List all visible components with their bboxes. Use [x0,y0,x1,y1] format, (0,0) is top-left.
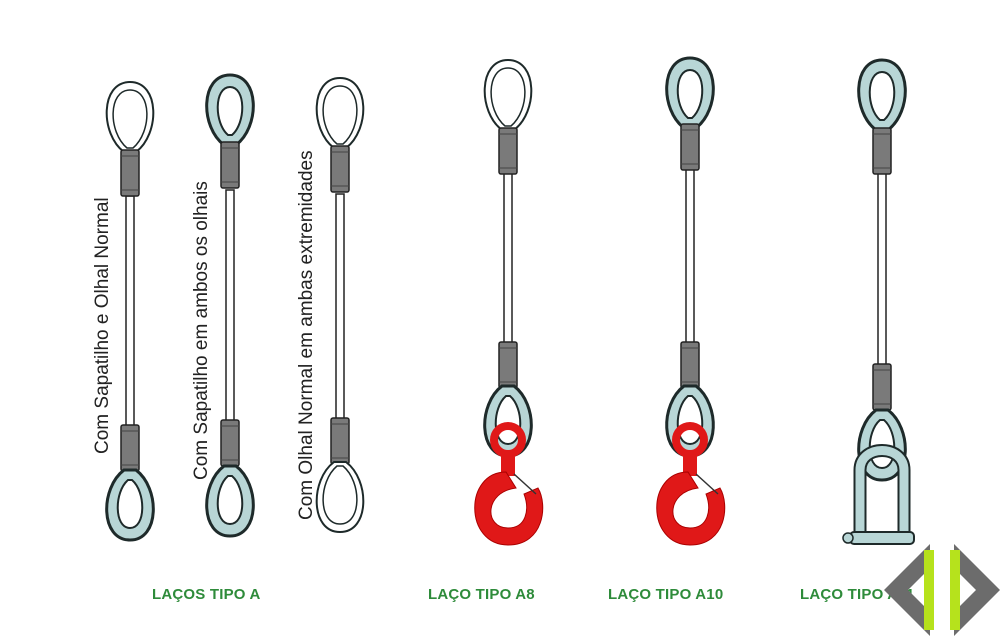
chevron-right-icon[interactable] [950,544,1000,636]
hook-icon [474,422,544,546]
sling-3 [315,77,365,533]
sling-3-label: Com Olhal Normal em ambas extremidades [296,150,317,520]
nav-arrows [884,544,1000,636]
chevron-left-icon[interactable] [884,544,934,636]
sling-a10 [656,56,726,546]
sling-2 [205,73,255,538]
caption-tipo-a8: LAÇO TIPO A8 [428,586,535,603]
sling-2-label: Com Sapatilho em ambos os olhais [191,181,212,480]
caption-tipo-a10: LAÇO TIPO A10 [608,586,724,603]
sling-a11 [842,58,915,545]
hook-icon [656,422,726,546]
caption-tipo-a: LAÇOS TIPO A [152,586,261,603]
sling-1 [105,81,155,542]
sling-a8 [474,59,544,546]
sling-1-label: Com Sapatilho e Olhal Normal [92,197,113,454]
shackle-icon [842,444,915,545]
